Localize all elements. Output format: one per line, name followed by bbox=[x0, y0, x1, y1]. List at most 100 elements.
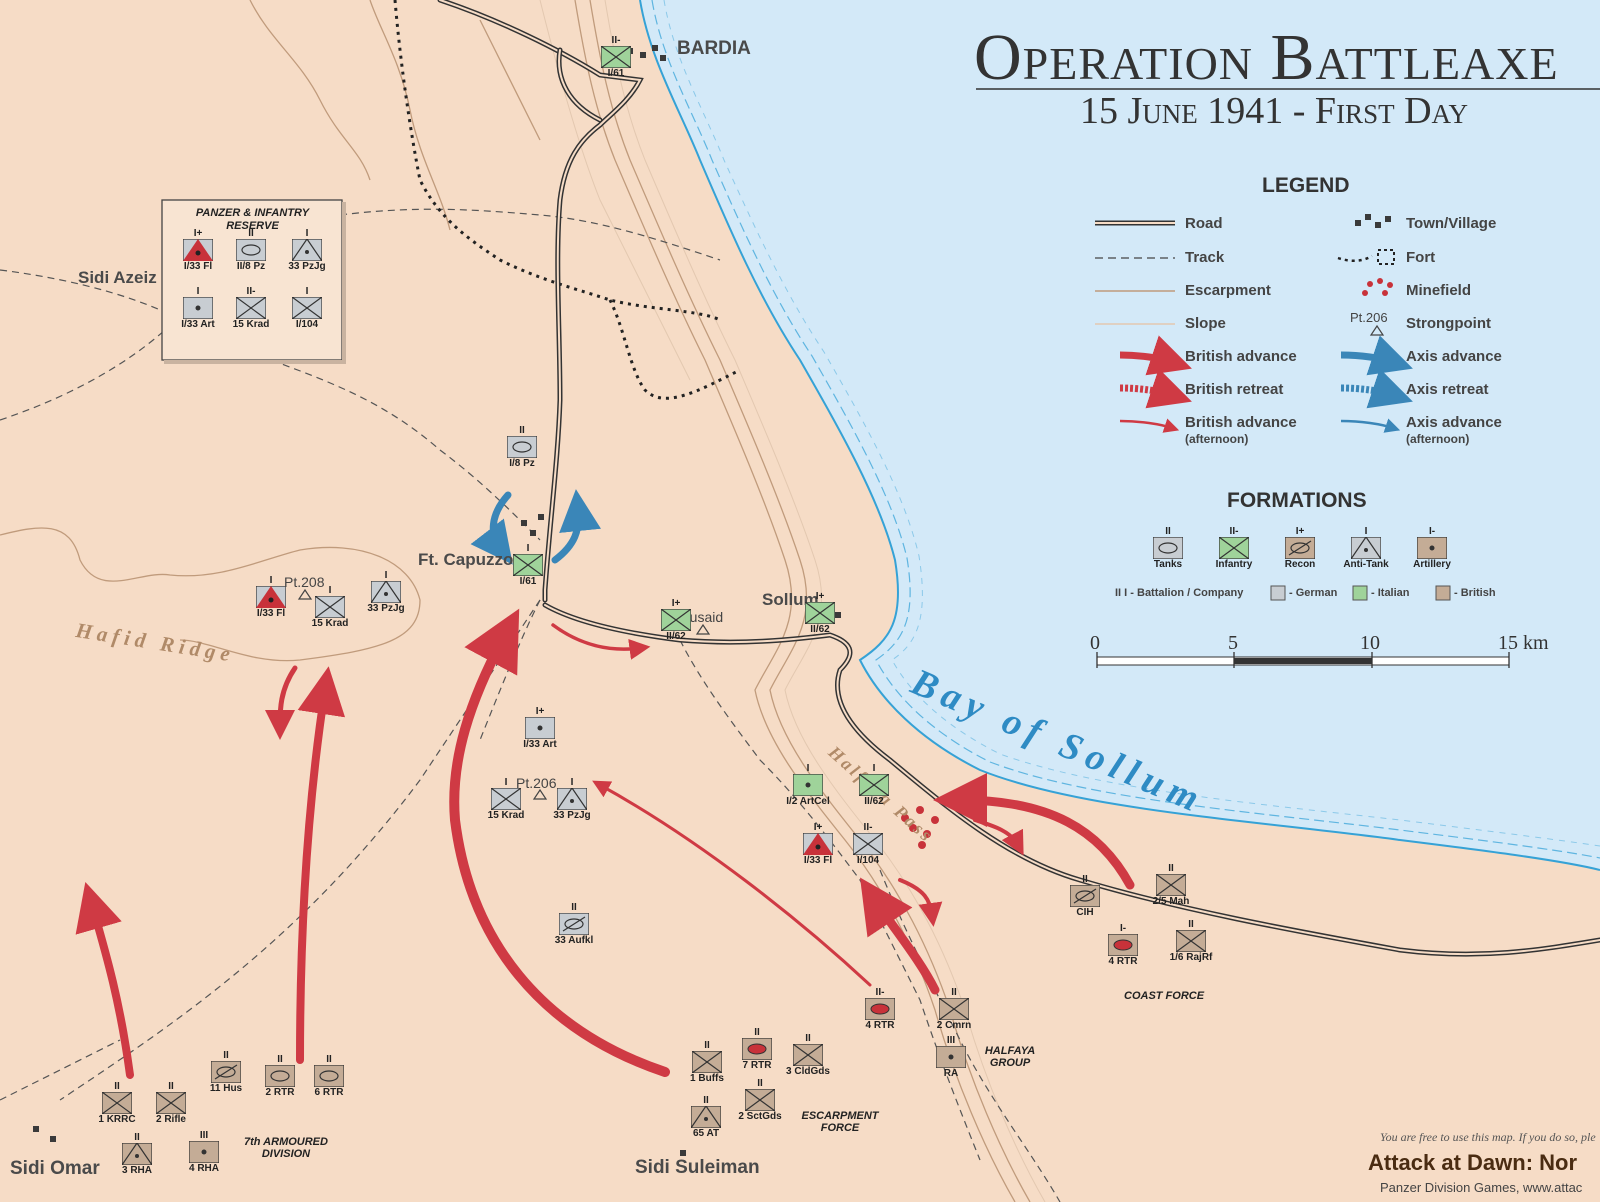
unit-symbol-icon bbox=[516, 717, 564, 739]
unit-size: II bbox=[805, 1033, 811, 1044]
unit-symbol-icon bbox=[592, 46, 640, 68]
unit-i-33-fl: I+ I/33 Fl bbox=[174, 228, 222, 273]
formation-size: I+ bbox=[1295, 526, 1305, 537]
unit-symbol-icon bbox=[227, 239, 275, 261]
unit-name: I/2 ArtCel bbox=[786, 796, 830, 807]
unit-size: II bbox=[223, 1050, 229, 1061]
unit-name: I/33 Fl bbox=[803, 855, 833, 866]
unit-name: II/62 bbox=[810, 624, 830, 635]
unit-size: I+ bbox=[193, 228, 203, 239]
unit-name: 15 Krad bbox=[487, 810, 525, 821]
formation-label: Tanks bbox=[1153, 559, 1183, 570]
unit-symbol-icon bbox=[682, 1106, 730, 1128]
legend-escarpment: Escarpment bbox=[1185, 282, 1271, 299]
unit-symbol-icon bbox=[927, 1046, 975, 1068]
unit-name: 4 RHA bbox=[188, 1163, 219, 1174]
legend-british-advance-afternoon: British advance bbox=[1185, 414, 1297, 431]
unit-name: I/33 Fl bbox=[256, 608, 286, 619]
escarpment-west-1 bbox=[249, 0, 371, 181]
formation-symbol-icon bbox=[1138, 537, 1198, 559]
legend-british-retreat: British retreat bbox=[1185, 381, 1284, 398]
unit-size: III bbox=[946, 1035, 956, 1046]
unit-size: I bbox=[526, 543, 530, 554]
legend-axis-retreat: Axis retreat bbox=[1406, 381, 1489, 398]
unit-name: 2 RTR bbox=[265, 1087, 295, 1098]
credit-publisher: Panzer Division Games, www.attac bbox=[1380, 1180, 1583, 1195]
unit-name: 2 SctGds bbox=[738, 1111, 782, 1122]
unit-size: II bbox=[757, 1078, 763, 1089]
unit-name: 4 RTR bbox=[1108, 956, 1138, 967]
unit-symbol-icon bbox=[247, 586, 295, 608]
unit-symbol-icon bbox=[147, 1092, 195, 1114]
unit-symbol-icon bbox=[1099, 934, 1147, 956]
track-musaid-halfaya bbox=[679, 639, 981, 1161]
coast-wave-1 bbox=[651, 0, 1600, 859]
group-escarpment-force: ESCARPMENT FORCE bbox=[801, 1110, 879, 1134]
unit-name: I/61 bbox=[607, 68, 625, 79]
unit-size: II bbox=[326, 1054, 332, 1065]
unit-symbol-icon bbox=[202, 1061, 250, 1083]
unit-size: III bbox=[199, 1130, 209, 1141]
british-advance-afternoon bbox=[592, 780, 872, 987]
unit-symbol-icon bbox=[1147, 874, 1195, 896]
reserve-box bbox=[161, 199, 343, 361]
key-german-swatch bbox=[1270, 585, 1286, 601]
unit-symbol-icon bbox=[796, 602, 844, 624]
key-italian-swatch bbox=[1352, 585, 1368, 601]
unit-symbol-icon bbox=[180, 1141, 228, 1163]
unit-ii-62: I+II/62 bbox=[652, 598, 700, 643]
fort-perimeter-2 bbox=[608, 299, 741, 400]
legend-heading: LEGEND bbox=[1262, 174, 1350, 197]
legend-fort: Fort bbox=[1406, 249, 1436, 266]
unit-name: II/62 bbox=[864, 796, 884, 807]
track-reserve-north bbox=[339, 208, 721, 261]
key-german: - German bbox=[1289, 587, 1338, 599]
unit-size: II- bbox=[611, 35, 621, 46]
unit-size: II- bbox=[246, 286, 256, 297]
place-sidi-omar: Sidi Omar bbox=[10, 1158, 100, 1179]
unit-name: I/33 Fl bbox=[183, 261, 213, 272]
unit-symbol-icon bbox=[93, 1092, 141, 1114]
unit-size: II bbox=[1168, 863, 1174, 874]
unit-name: II/8 Pz bbox=[236, 261, 266, 272]
british-advance-halfaya bbox=[860, 877, 940, 995]
unit-symbol-icon bbox=[283, 297, 331, 319]
unit-name: I/33 Art bbox=[181, 319, 215, 330]
unit-15-krad: I 15 Krad bbox=[482, 777, 530, 822]
legend-road: Road bbox=[1185, 215, 1223, 232]
unit-name: 2 Cmrn bbox=[936, 1020, 972, 1031]
place-sidi-azeiz: Sidi Azeiz bbox=[78, 268, 157, 287]
british-advance-escarpment bbox=[449, 608, 670, 1077]
scale-tick-5: 5 bbox=[1228, 632, 1238, 654]
unit-symbol-icon bbox=[1061, 885, 1109, 907]
unit-size: I bbox=[504, 777, 508, 788]
unit-size: II bbox=[134, 1132, 140, 1143]
legend-axis-afternoon-sub: (afternoon) bbox=[1406, 432, 1470, 446]
unit-size: II bbox=[754, 1027, 760, 1038]
formation-symbol-icon bbox=[1270, 537, 1330, 559]
place-bardia: BARDIA bbox=[677, 38, 751, 59]
unit-4-rtr: II-4 RTR bbox=[856, 987, 904, 1032]
unit-name: 33 PzJg bbox=[553, 810, 591, 821]
unit-size: II bbox=[703, 1095, 709, 1106]
unit-symbol-icon bbox=[227, 297, 275, 319]
unit-name: 2/5 Mah bbox=[1152, 896, 1190, 907]
unit-size: I bbox=[305, 228, 309, 239]
british-retreat-coast bbox=[973, 818, 1024, 856]
town-markers bbox=[33, 45, 841, 1156]
coast-line bbox=[639, 0, 1600, 871]
unit-size: I bbox=[196, 286, 200, 297]
legend-axis-advance: Axis advance bbox=[1406, 348, 1502, 365]
escarpment-coastal-2 bbox=[574, 0, 1016, 1202]
legend-symbols bbox=[1095, 214, 1413, 433]
key-size: II I - Battalion / Company bbox=[1115, 587, 1244, 599]
british-retreat-halfaya bbox=[898, 878, 943, 927]
